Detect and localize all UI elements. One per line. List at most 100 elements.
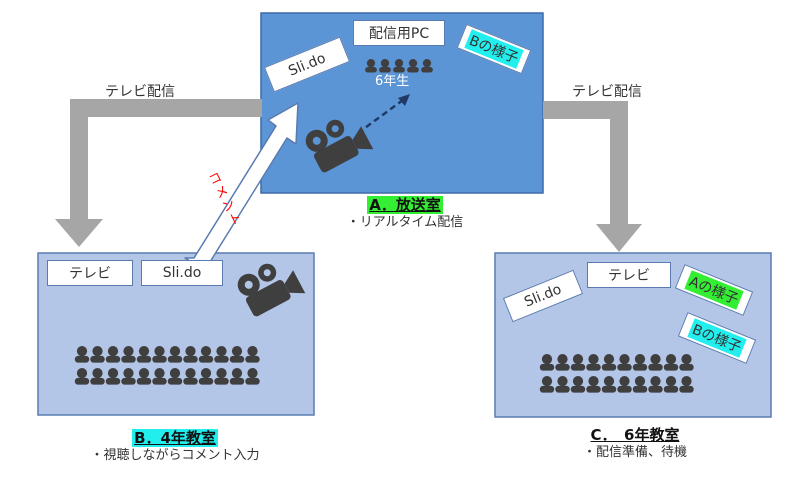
person-icon-body	[90, 355, 105, 363]
person-icon	[380, 59, 390, 68]
person-icon	[138, 368, 150, 379]
person-icon	[650, 376, 661, 387]
room-b-tv-tag: テレビ	[47, 260, 133, 286]
person-icon-body	[679, 385, 694, 393]
room-b-subtitle: ・視聴しながらコメント入力	[90, 448, 260, 463]
room-a-pc-tag: 配信用PC	[353, 20, 445, 46]
person-icon-body	[198, 355, 214, 363]
video-camera-icon-room-b	[237, 263, 306, 317]
person-icon-body	[229, 355, 245, 363]
person-icon	[123, 346, 134, 357]
person-icon	[216, 368, 227, 379]
person-icon-body	[586, 385, 601, 393]
person-icon-body	[648, 385, 663, 393]
person-icon	[634, 376, 646, 387]
person-icon	[92, 368, 103, 379]
person-icon-body	[74, 377, 90, 385]
person-icon	[107, 346, 119, 357]
person-icon	[247, 368, 258, 379]
students-group-room-b	[74, 346, 260, 385]
person-icon	[408, 59, 418, 68]
person-icon-body	[601, 363, 617, 371]
person-icon-body	[379, 67, 391, 73]
person-icon-body	[393, 67, 405, 73]
room-c-subtitle: ・配信準備、待機	[582, 445, 687, 460]
room-a-title: A．放送室	[367, 196, 443, 214]
person-icon	[665, 354, 677, 365]
room-a-group-label: 6年生	[375, 74, 410, 89]
person-icon-body	[136, 355, 152, 363]
person-icon	[107, 368, 119, 379]
person-icon-body	[570, 385, 586, 393]
person-icon-body	[663, 385, 679, 393]
room-c-caption: C． 6年教室 ・配信準備、待機	[520, 426, 750, 462]
person-icon-body	[183, 377, 198, 385]
person-icon	[681, 376, 692, 387]
person-icon-body	[105, 377, 121, 385]
person-icon	[422, 59, 432, 68]
tv-broadcast-arrow-right	[543, 101, 642, 252]
person-icon-body	[421, 67, 433, 73]
person-icon	[138, 346, 150, 357]
person-icon-body	[679, 363, 694, 371]
person-icon	[231, 346, 243, 357]
person-icon-body	[214, 355, 229, 363]
person-icon-body	[229, 377, 245, 385]
person-icon	[681, 354, 692, 365]
person-icon-body	[663, 363, 679, 371]
person-icon-body	[632, 363, 648, 371]
person-icon	[650, 354, 661, 365]
room-a-caption: A．放送室 ・リアルタイム配信	[310, 196, 500, 232]
room-c-tv-tag: テレビ	[587, 262, 671, 288]
person-icon-body	[214, 377, 229, 385]
person-icon	[665, 376, 677, 387]
comment-arrow	[184, 102, 299, 271]
person-icon	[200, 368, 212, 379]
person-icon-body	[136, 377, 152, 385]
person-icon	[185, 346, 196, 357]
person-icon	[634, 354, 646, 365]
person-icon	[169, 368, 181, 379]
room-b-caption: B．4年教室 ・視聴しながらコメント入力	[40, 429, 310, 465]
person-icon-body	[152, 377, 167, 385]
person-icon-body	[586, 363, 601, 371]
person-icon-body	[105, 355, 121, 363]
person-icon-body	[167, 377, 183, 385]
person-icon-body	[407, 67, 419, 73]
room-c-title: C． 6年教室	[590, 426, 680, 444]
person-icon-body	[539, 385, 555, 393]
person-icon	[557, 354, 568, 365]
person-icon	[572, 376, 584, 387]
person-icon	[247, 346, 258, 357]
person-icon	[588, 376, 599, 387]
person-icon	[76, 368, 88, 379]
room-b-slido-tag: Sli.do	[141, 260, 223, 286]
person-icon	[154, 368, 165, 379]
person-icon-body	[90, 377, 105, 385]
tv-broadcast-label-right: テレビ配信	[572, 84, 642, 100]
person-icon-body	[74, 355, 90, 363]
person-icon	[557, 376, 568, 387]
person-icon-body	[167, 355, 183, 363]
person-icon-body	[245, 377, 260, 385]
person-icon-body	[555, 363, 570, 371]
person-icon	[588, 354, 599, 365]
tv-broadcast-arrow-left	[55, 99, 262, 247]
person-icon	[619, 354, 630, 365]
person-icon	[541, 376, 553, 387]
person-icon	[169, 346, 181, 357]
person-icon-body	[152, 355, 167, 363]
person-icon	[541, 354, 553, 365]
students-group-room-a	[365, 59, 433, 73]
video-camera-icon-room-a	[305, 119, 374, 173]
person-icon-body	[183, 355, 198, 363]
person-icon	[603, 376, 615, 387]
person-icon	[216, 346, 227, 357]
person-icon	[200, 346, 212, 357]
person-icon	[572, 354, 584, 365]
person-icon	[366, 59, 376, 68]
person-icon-body	[365, 67, 377, 73]
person-icon	[603, 354, 615, 365]
person-icon-body	[555, 385, 570, 393]
person-icon	[154, 346, 165, 357]
